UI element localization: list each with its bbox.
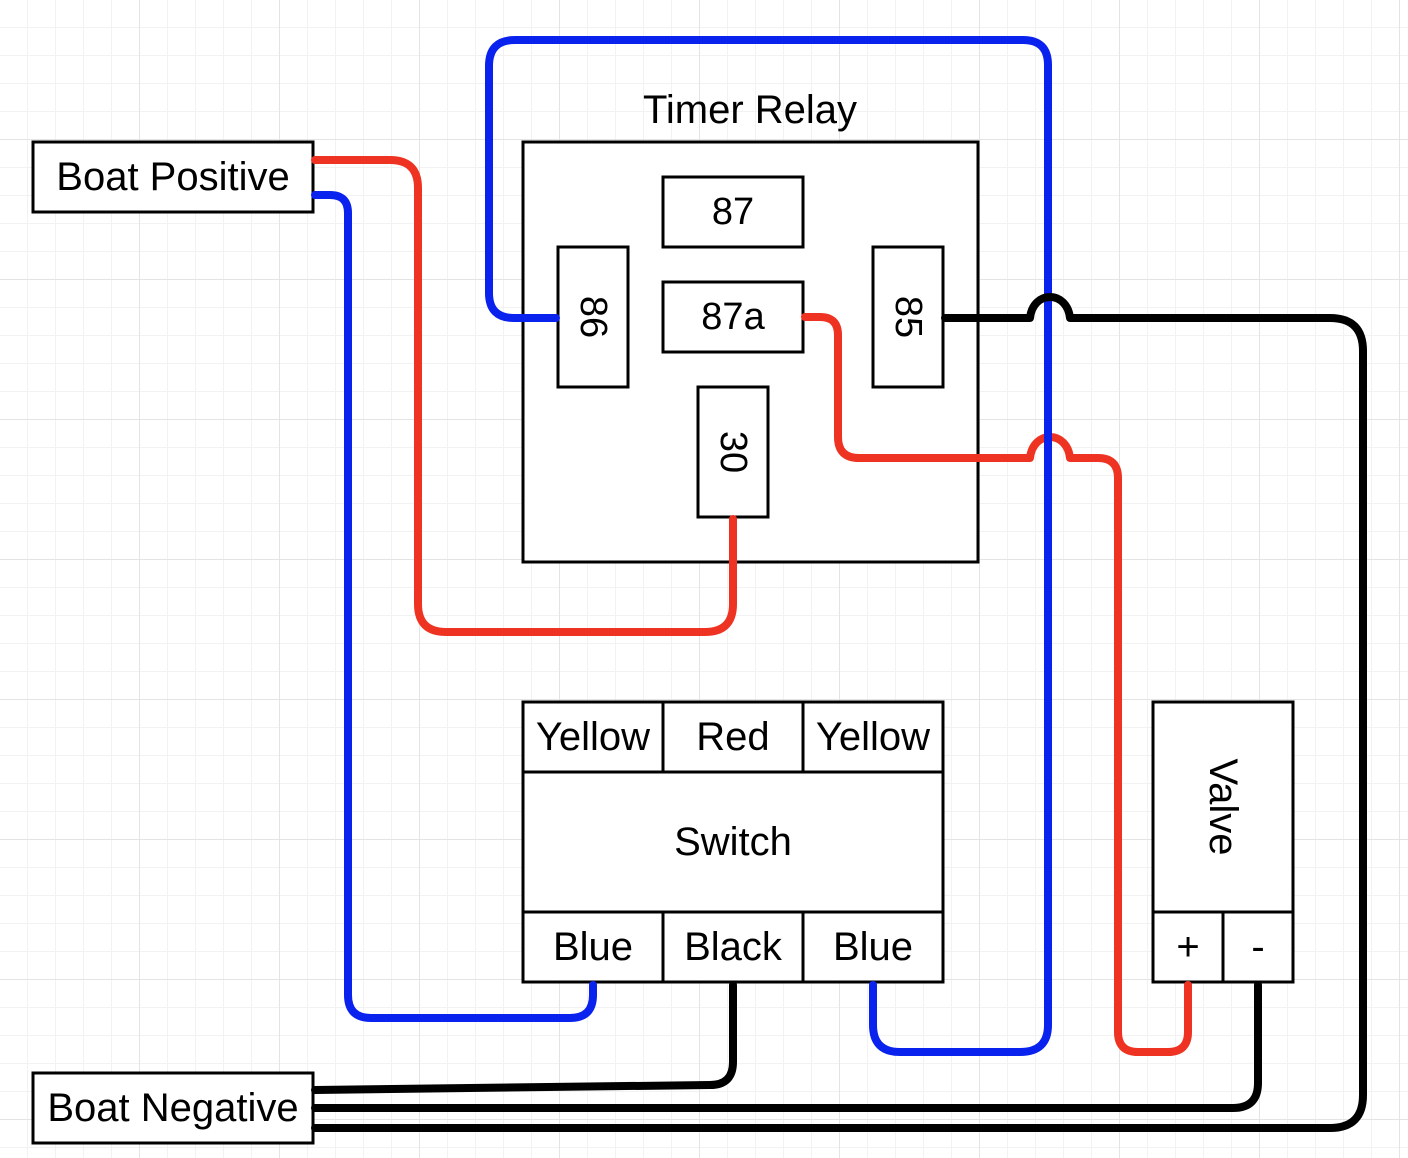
relay-pin-30-label: 30: [712, 431, 754, 473]
switch-terminal-red: [661, 700, 805, 774]
wire-positive-to-switch-blue: [311, 191, 597, 1022]
relay-pin-86-label: 86: [572, 296, 614, 338]
relay-pin-87a: [661, 280, 805, 354]
switch-terminal-red-label: Red: [696, 715, 769, 759]
wire-valve-minus-to-negative: [311, 981, 1262, 1112]
wire-87a-to-valve-plus: [801, 313, 1192, 1056]
boat-positive-label: Boat Positive: [56, 155, 289, 199]
relay-pin-30: [696, 385, 770, 519]
boat-negative-box: [31, 1071, 315, 1145]
relay-pin-87: [661, 175, 805, 249]
valve-label: Valve: [1201, 758, 1245, 855]
relay-pin-86: [556, 245, 630, 389]
switch-terminal-blue-right-label: Blue: [833, 925, 913, 969]
valve-terminal-plus: [1151, 910, 1225, 984]
timer-relay-title: Timer Relay: [643, 88, 857, 132]
switch-terminal-yellow-right-label: Yellow: [816, 715, 930, 759]
switch-terminal-blue-left: [521, 910, 665, 984]
valve-terminal-minus: [1221, 910, 1295, 984]
wire-switch-blue-to-pin86: [485, 36, 1052, 1056]
wire-switch-black-to-negative: [311, 981, 737, 1094]
relay-pin-87a-label: 87a: [701, 296, 765, 338]
wire-positive-to-pin30: [311, 156, 737, 636]
switch-label: Switch: [674, 820, 792, 864]
valve-terminal-plus-label: +: [1176, 925, 1199, 969]
switch-terminal-yellow-right: [801, 700, 945, 774]
relay-pin-87-label: 87: [712, 191, 754, 233]
switch-terminal-yellow-left-label: Yellow: [536, 715, 650, 759]
relay-pin-85: [871, 245, 945, 389]
boat-positive-box: [31, 140, 315, 214]
switch-terminal-black-label: Black: [684, 925, 783, 969]
wire-pin85-to-negative: [311, 293, 1367, 1132]
switch-terminal-yellow-left: [521, 700, 665, 774]
switch-terminal-blue-right: [801, 910, 945, 984]
switch-terminal-blue-left-label: Blue: [553, 925, 633, 969]
valve-terminal-minus-label: -: [1251, 925, 1264, 969]
boat-negative-label: Boat Negative: [47, 1086, 298, 1130]
relay-pin-85-label: 85: [887, 296, 929, 338]
switch-body: [521, 770, 945, 914]
